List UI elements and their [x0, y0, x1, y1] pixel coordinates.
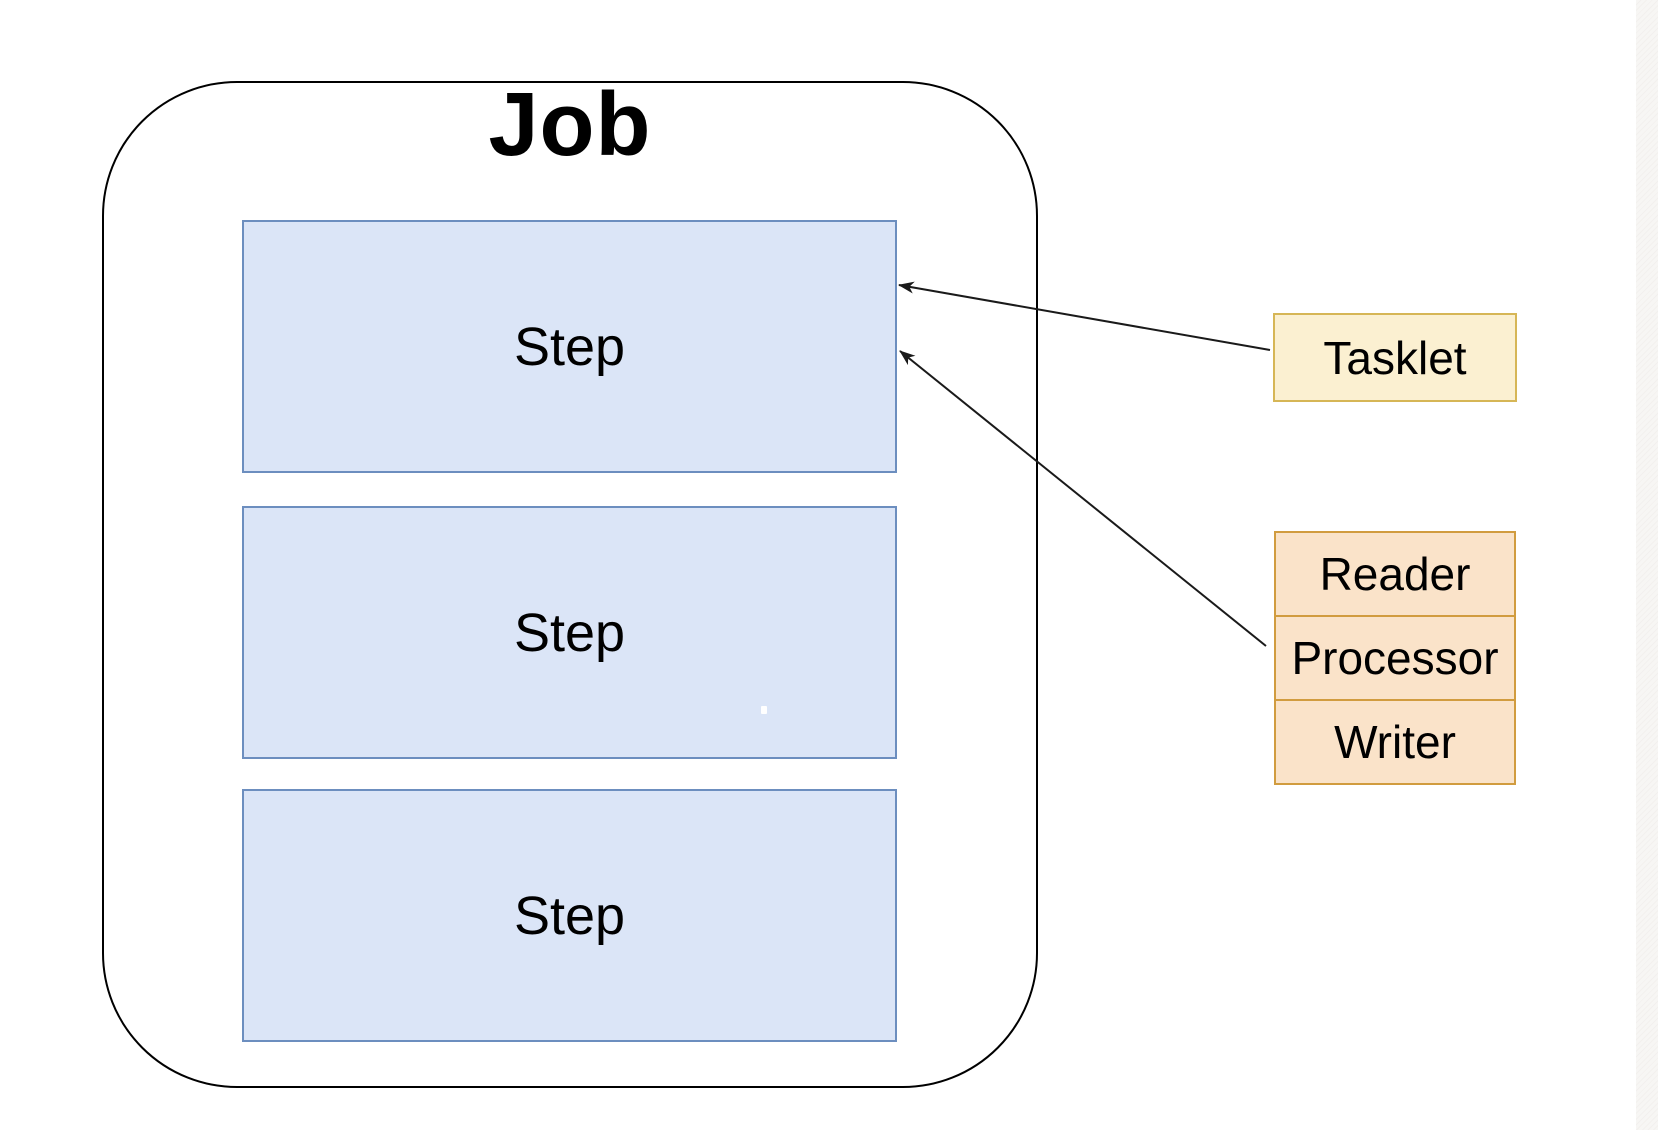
writer-label: Writer [1334, 716, 1456, 768]
processor-box: Processor [1274, 615, 1516, 701]
chunk-stack: Reader Processor Writer [1274, 531, 1516, 785]
step-box-2: Step [242, 506, 897, 759]
stray-dot-artifact [761, 706, 767, 714]
tasklet-label: Tasklet [1323, 331, 1467, 384]
step-label-3: Step [513, 885, 626, 946]
writer-box: Writer [1274, 699, 1516, 785]
reader-label: Reader [1319, 548, 1471, 600]
tasklet-box: Tasklet [1273, 313, 1517, 402]
page-edge-strip [1636, 0, 1658, 1130]
step-label-2: Step [513, 602, 626, 663]
processor-label: Processor [1291, 632, 1499, 684]
job-title: Job [488, 75, 652, 175]
step-box-1: Step [242, 220, 897, 473]
step-box-3: Step [242, 789, 897, 1042]
step-label-1: Step [513, 316, 626, 377]
reader-box: Reader [1274, 531, 1516, 617]
